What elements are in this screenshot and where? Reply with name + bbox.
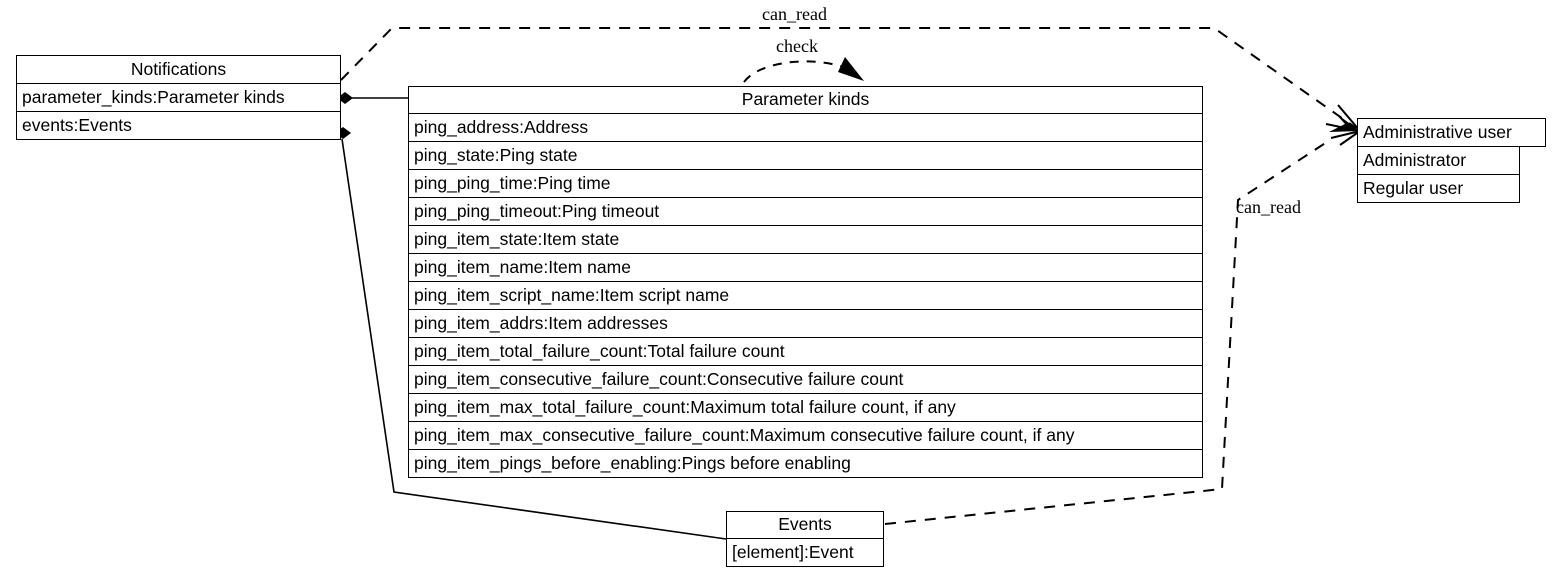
- class-attribute: ping_address:Address: [408, 114, 1203, 142]
- class-title-parameter-kinds: Parameter kinds: [408, 86, 1203, 114]
- edge-notifications-owns-parameter-kinds: [337, 92, 408, 104]
- class-title-administrative-user: Administrative user: [1357, 118, 1546, 147]
- class-attribute: ping_item_total_failure_count:Total fail…: [408, 338, 1203, 366]
- class-attribute: ping_ping_time:Ping time: [408, 170, 1203, 198]
- edge-label-check: check: [776, 36, 818, 56]
- class-attribute: ping_state:Ping state: [408, 142, 1203, 170]
- class-attribute: parameter_kinds:Parameter kinds: [16, 84, 341, 112]
- class-attribute: events:Events: [16, 112, 341, 140]
- class-attribute: Regular user: [1357, 175, 1520, 203]
- edge-parameter-kinds-check: [743, 57, 864, 83]
- class-attribute: ping_item_max_consecutive_failure_count:…: [408, 422, 1203, 450]
- class-attribute: ping_item_addrs:Item addresses: [408, 310, 1203, 338]
- class-box-notifications[interactable]: Notifications parameter_kinds:Parameter …: [16, 55, 341, 140]
- edge-label-can-read-top: can_read: [762, 4, 827, 24]
- class-attribute: ping_item_state:Item state: [408, 226, 1203, 254]
- class-title-notifications: Notifications: [16, 55, 341, 84]
- class-attribute: Administrator: [1357, 147, 1520, 175]
- class-box-parameter-kinds[interactable]: Parameter kinds ping_address:Address pin…: [408, 86, 1203, 478]
- class-attribute: [element]:Event: [726, 539, 884, 567]
- class-attribute: ping_item_max_total_failure_count:Maximu…: [408, 394, 1203, 422]
- class-attribute: ping_item_pings_before_enabling:Pings be…: [408, 450, 1203, 478]
- class-attribute: ping_item_consecutive_failure_count:Cons…: [408, 366, 1203, 394]
- class-attribute: ping_item_script_name:Item script name: [408, 282, 1203, 310]
- edge-label-can-read-right: can_read: [1236, 197, 1301, 217]
- class-attribute: ping_item_name:Item name: [408, 254, 1203, 282]
- class-box-events[interactable]: Events [element]:Event: [726, 511, 884, 567]
- class-title-events: Events: [726, 511, 884, 539]
- class-attribute: ping_ping_timeout:Ping timeout: [408, 198, 1203, 226]
- class-box-administrative-user[interactable]: Administrative user Administrator Regula…: [1357, 118, 1546, 203]
